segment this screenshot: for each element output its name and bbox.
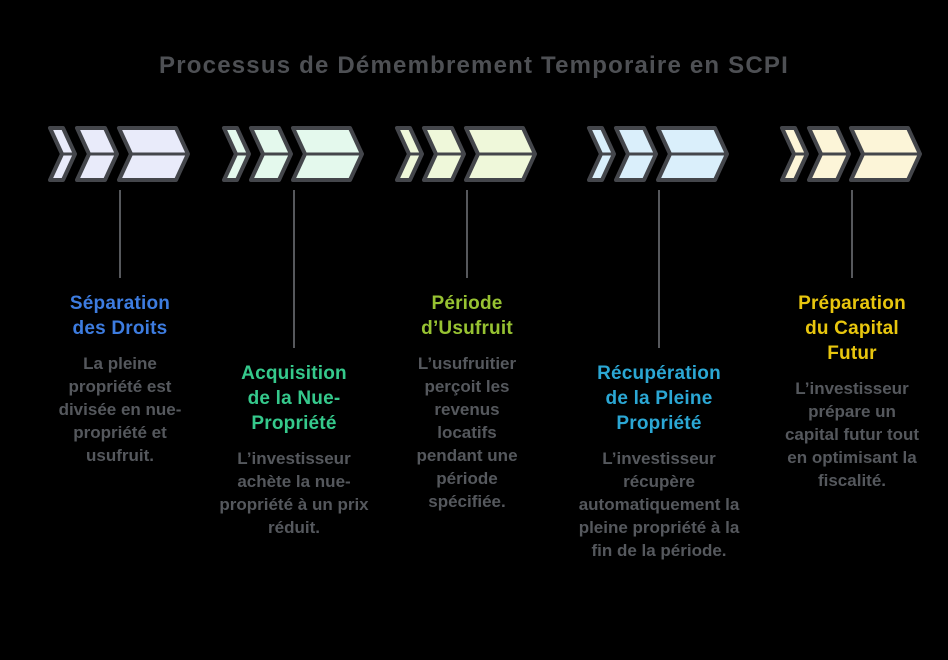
process-step-recuperation: Récupération de la Pleine Propriété L’in…: [569, 125, 749, 562]
connector-line: [658, 190, 660, 348]
step-label: Période d’Usufruit: [421, 293, 513, 339]
step-description: L’investisseur récupère automatiquement …: [578, 449, 740, 560]
chevron-arrow-icon: [222, 126, 364, 182]
step-description: L’investisseur achète la nue-propriété à…: [219, 449, 369, 537]
connector-line: [466, 190, 468, 278]
step-label: Acquisition de la Nue-Propriété: [241, 363, 347, 434]
step-label: Récupération de la Pleine Propriété: [597, 363, 721, 434]
step-label: Préparation du Capital Futur: [798, 293, 906, 364]
process-step-acquisition: Acquisition de la Nue-Propriété L’invest…: [204, 125, 384, 539]
chevron-arrow-icon: [587, 126, 729, 182]
chevron-arrow-icon: [395, 126, 537, 182]
chevron-arrow-icon: [780, 126, 922, 182]
connector-line: [851, 190, 853, 278]
diagram-title: Processus de Démembrement Temporaire en …: [159, 52, 789, 79]
step-label: Séparation des Droits: [69, 293, 171, 339]
step-description: La pleine propriété est divisée en nue-p…: [58, 354, 182, 465]
process-step-separation: Séparation des Droits La pleine propriét…: [30, 125, 210, 467]
connector-line: [119, 190, 121, 278]
process-step-usufruit: Période d’Usufruit L’usufruitier perçoit…: [377, 125, 557, 513]
connector-line: [293, 190, 295, 348]
step-description: L’investisseur prépare un capital futur …: [784, 379, 920, 490]
step-description: L’usufruitier perçoit les revenus locati…: [416, 354, 518, 511]
chevron-arrow-icon: [48, 126, 190, 182]
process-step-capital-futur: Préparation du Capital Futur L’investiss…: [762, 125, 942, 492]
